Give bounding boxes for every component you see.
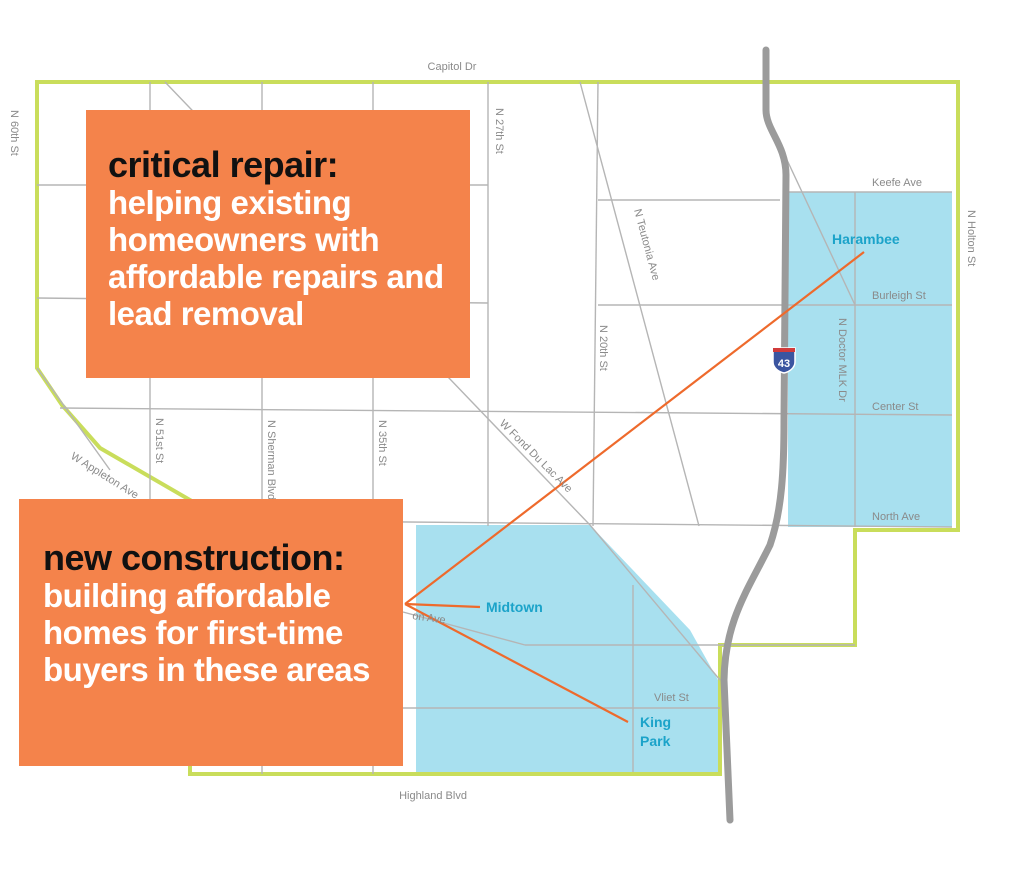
label-n-sherman-blvd: N Sherman Blvd: [265, 420, 277, 500]
label-lisbon-ave-fragment: on Ave: [412, 610, 447, 627]
label-keefe-ave: Keefe Ave: [872, 177, 922, 189]
label-burleigh-st: Burleigh St: [872, 290, 926, 302]
label-n-teutonia-ave: N Teutonia Ave: [631, 208, 662, 282]
label-n-60th-st: N 60th St: [8, 110, 20, 156]
label-n-20th-st: N 20th St: [597, 325, 609, 371]
critical-repair-body: helping existing homeowners with afforda…: [108, 184, 444, 332]
label-n-doctor-mlk-dr: N Doctor MLK Dr: [836, 318, 848, 402]
interstate-43-shield: 43: [772, 347, 796, 374]
new-construction-heading: new construction:: [43, 537, 345, 578]
label-vliet-st: Vliet St: [654, 692, 689, 704]
new-construction-body: building affordable homes for first-time…: [43, 577, 371, 688]
label-king-park-line1: King: [640, 714, 671, 730]
critical-repair-callout: critical repair: helping existing homeow…: [86, 110, 470, 378]
harambee-area: [788, 192, 952, 527]
label-midtown: Midtown: [486, 599, 543, 615]
label-n-51st-st: N 51st St: [153, 418, 165, 463]
label-w-fond-du-lac-ave: W Fond Du Lac Ave: [497, 418, 575, 496]
label-north-ave: North Ave: [872, 511, 920, 523]
label-king-park-line2: Park: [640, 733, 671, 749]
label-harambee: Harambee: [832, 231, 900, 247]
label-center-st: Center St: [872, 401, 918, 413]
interstate-shield-number: 43: [778, 358, 790, 370]
new-construction-callout: new construction: building affordable ho…: [19, 499, 403, 766]
label-w-appleton-ave: W Appleton Ave: [68, 450, 140, 501]
leader-lines: [404, 251, 865, 723]
label-n-holton-st: N Holton St: [965, 210, 977, 266]
label-highland-blvd: Highland Blvd: [399, 790, 467, 802]
label-capitol-dr: Capitol Dr: [428, 61, 477, 73]
highway-43: [720, 46, 790, 824]
label-n-27th-st: N 27th St: [493, 108, 505, 154]
study-area-boundary: [35, 80, 960, 776]
critical-repair-heading: critical repair:: [108, 144, 339, 185]
midtown-kingpark-area: [416, 525, 720, 772]
label-n-35th-st: N 35th St: [376, 420, 388, 466]
